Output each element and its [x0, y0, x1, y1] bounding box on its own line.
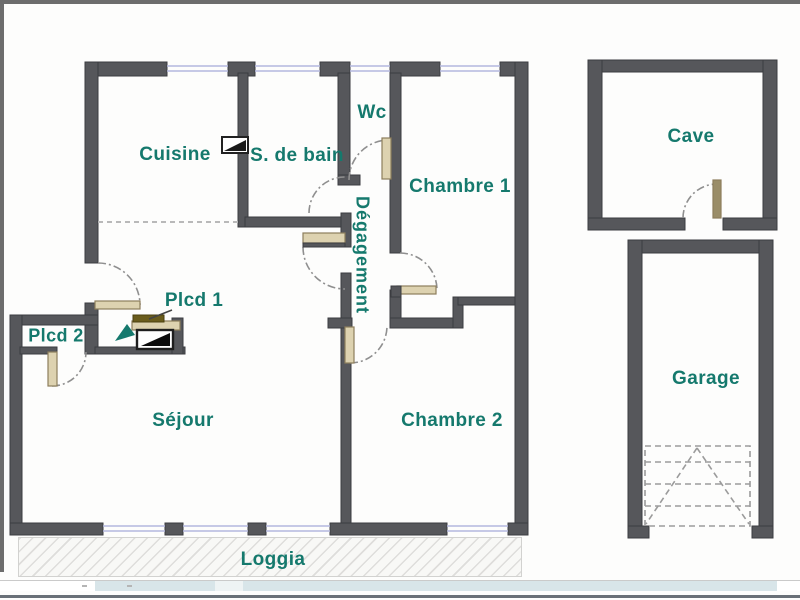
garage-door-symbol [644, 445, 751, 527]
scrollbar-tick [82, 585, 87, 587]
room-label-cuisine: Cuisine [139, 144, 211, 165]
entrance-door-arc [97, 262, 141, 306]
room-label-wc: Wc [357, 102, 387, 123]
loggia-terrace-hatched-area [18, 537, 522, 577]
window-left-border [0, 0, 4, 572]
wall [327, 317, 353, 329]
chambre1-door-leaf [396, 285, 437, 295]
scrollbar-tick [127, 585, 132, 587]
cave-door-arc [682, 183, 718, 219]
wall [244, 216, 352, 228]
room-label-degagement: Dégagement [352, 195, 373, 315]
wall [722, 217, 778, 231]
wall [84, 61, 99, 264]
scrollbar-thumb[interactable] [95, 581, 777, 591]
wall [164, 522, 184, 536]
wall [627, 239, 774, 254]
room-label-garage: Garage [672, 368, 740, 389]
wall [758, 239, 774, 539]
bathroom-door-arc [308, 176, 346, 214]
door-leaves [47, 137, 722, 387]
placard2-door-leaf [47, 351, 58, 387]
wall [247, 522, 267, 536]
wall [340, 272, 352, 524]
room-label-chambre-2: Chambre 2 [401, 410, 503, 431]
window-top-border [0, 0, 800, 4]
placard1-cabinet [132, 314, 165, 323]
wall [389, 72, 402, 254]
sejour-door-leaf [302, 232, 346, 244]
door-hinge-stubs [302, 242, 402, 298]
room-label-cave: Cave [667, 126, 715, 147]
chambre1-door-arc [399, 252, 438, 291]
sejour-door-arc [302, 246, 346, 290]
room-label-plcd-1: Plcd 1 [164, 290, 224, 311]
wall [514, 61, 529, 536]
wall [389, 317, 461, 329]
wall [587, 59, 778, 73]
divider-line [0, 580, 800, 581]
entrance-arrow-icon [115, 324, 135, 341]
duct-vent-icon [221, 136, 249, 154]
wall [627, 239, 643, 539]
room-label-plcd-2: Plcd 2 [28, 325, 84, 346]
wall-stub [390, 285, 402, 298]
wall-stub [302, 242, 346, 248]
entry-technical-box-icon [135, 328, 175, 351]
wall [751, 525, 774, 539]
wall [329, 522, 448, 536]
door-swing-arcs [51, 139, 718, 387]
wall [340, 212, 352, 248]
walls [9, 59, 778, 539]
wall [587, 59, 603, 231]
entrance-door-leaf [94, 300, 141, 310]
windows [103, 65, 508, 532]
scrollbar-highlight [215, 581, 243, 591]
window-bottom-border [0, 595, 800, 598]
wall [19, 346, 58, 355]
wall [9, 314, 99, 326]
wall [507, 522, 529, 536]
wall [389, 61, 441, 77]
wall [762, 59, 778, 231]
wc-door-leaf [381, 137, 392, 180]
wall [9, 522, 104, 536]
horizontal-scrollbar[interactable] [0, 581, 800, 591]
wall [84, 302, 99, 355]
placard1-pointer-line [148, 309, 173, 320]
wall [627, 525, 650, 539]
wall [457, 296, 516, 306]
cave-door-leaf [712, 179, 722, 219]
placard2-door-arc [51, 351, 87, 387]
room-label-loggia: Loggia [240, 549, 306, 570]
chambre2-door-leaf [344, 326, 355, 364]
chambre2-door-arc [349, 325, 388, 364]
wall [587, 217, 686, 231]
room-label-sejour: Séjour [152, 410, 214, 431]
room-label-chambre-1: Chambre 1 [409, 176, 511, 197]
room-label-s-de-bain: S. de bain [250, 145, 344, 166]
